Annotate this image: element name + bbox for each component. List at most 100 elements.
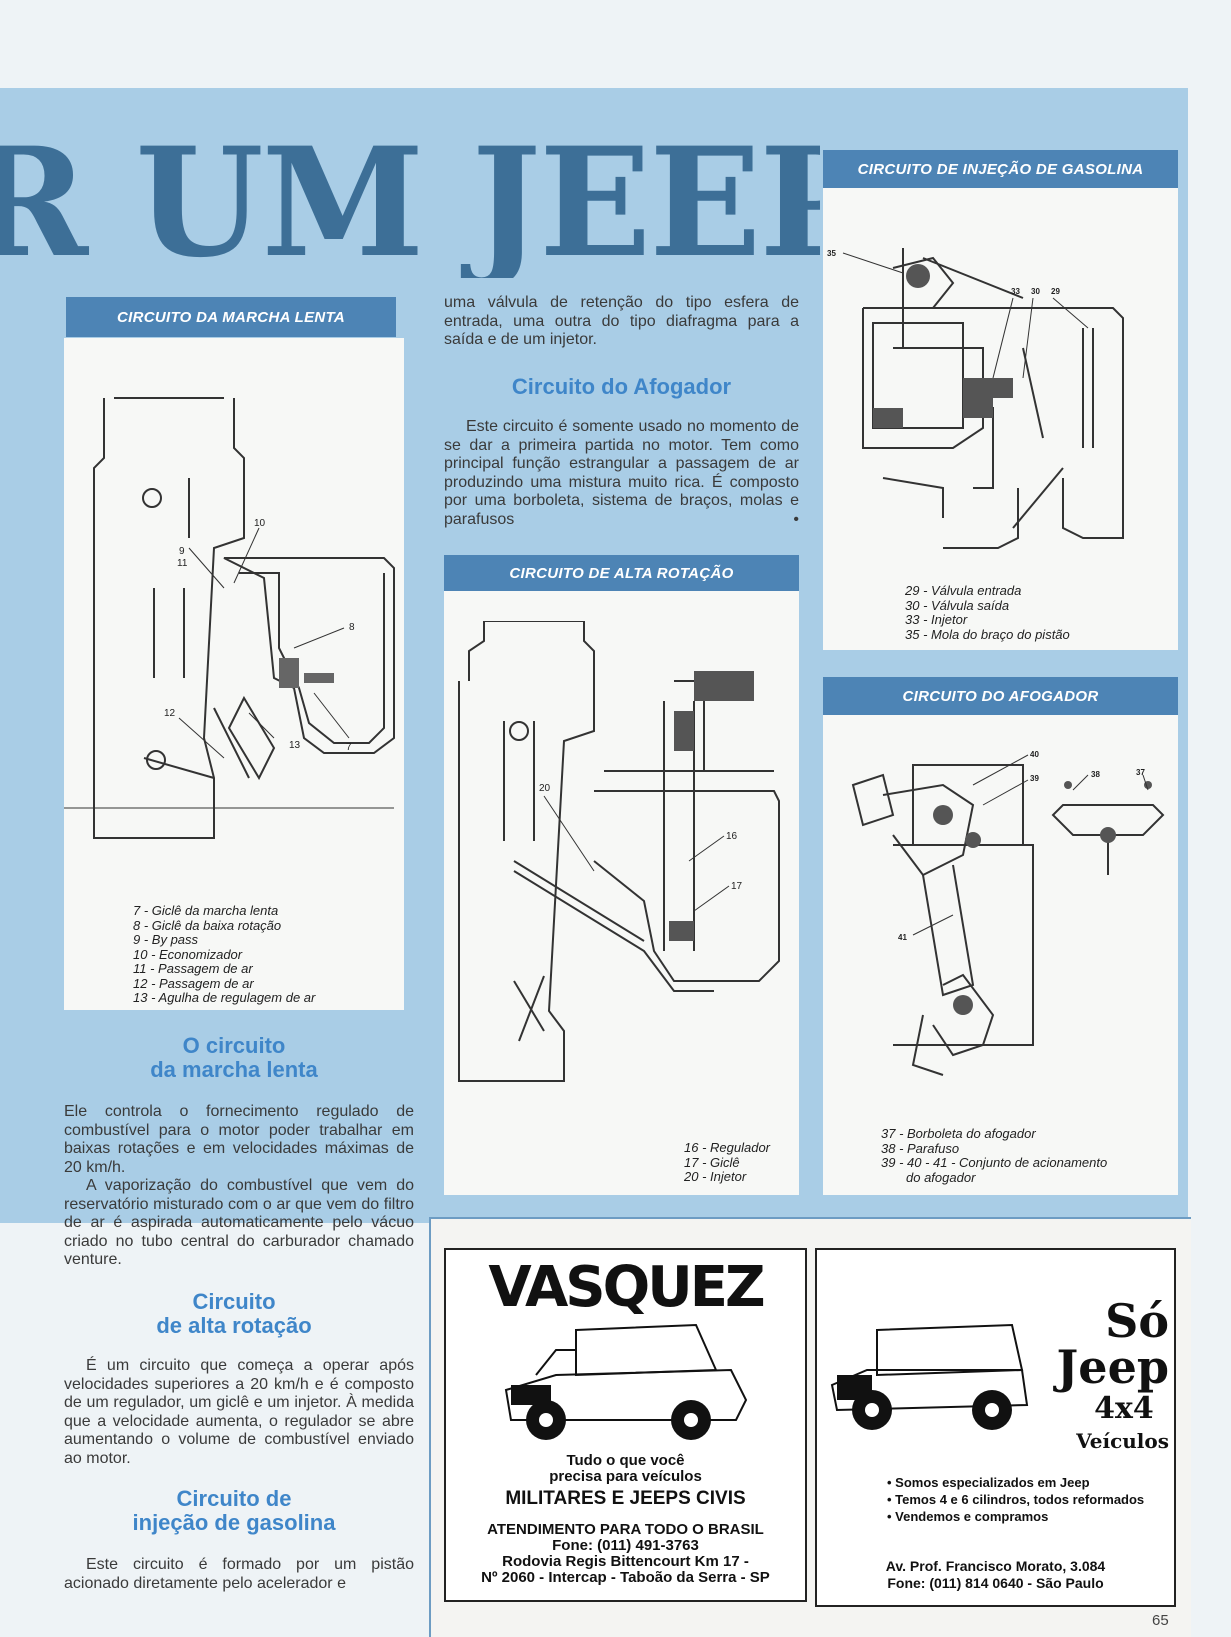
afogador-heading: Circuito do Afogador <box>511 374 732 399</box>
injecao-diagram: 35 33 30 29 <box>827 248 1124 549</box>
afogador-bar-title: CIRCUITO DO AFOGADOR <box>902 687 1099 705</box>
ad-line: Rodovia Regis Bittencourt Km 17 - <box>502 1553 749 1570</box>
callout-41: 41 <box>898 933 907 942</box>
marcha-lenta-text: Ele controla o fornecimento regulado de … <box>64 1103 414 1270</box>
alta-rotacao-heading: Circuito de alta rotação <box>64 1290 404 1338</box>
legend-item: 33 - Injetor <box>905 612 968 627</box>
vasquez-ad: VASQUEZ Tudo o que você precisa para veí… <box>444 1248 807 1602</box>
headline-text: R UM JEEP? <box>0 128 820 278</box>
ad-line: Fone: (011) 814 0640 - São Paulo <box>887 1575 1104 1591</box>
col2-intro: uma válvula de retenção do tipo esfera d… <box>444 294 799 350</box>
bullet-item: • Vendemos e compramos <box>887 1509 1049 1524</box>
afogador-legend: 37 - Borboleta do afogador 38 - Parafuso… <box>881 1126 1108 1185</box>
marcha-heading-line: O circuito <box>182 1033 286 1058</box>
marcha-lenta-box: 10 9 11 8 12 13 7 7 - Giclê da marcha le… <box>64 338 404 1010</box>
injecao-box: 35 33 30 29 29 - Válvula entrada 30 - Vá… <box>823 188 1178 650</box>
jeep-4x4-illustration <box>830 1323 1029 1430</box>
ad-line: ATENDIMENTO PARA TODO O BRASIL <box>487 1521 764 1538</box>
marcha-lenta-bar: CIRCUITO DA MARCHA LENTA <box>66 297 396 337</box>
injecao-heading-line: Circuito de <box>176 1486 292 1511</box>
legend-item: 12 - Passagem de ar <box>133 975 254 991</box>
afogador-diagram: 40 39 38 37 41 <box>851 750 1165 1076</box>
vasquez-brand: VASQUEZ <box>488 1255 765 1320</box>
marcha-lenta-diagram: 10 9 11 8 12 13 7 <box>64 397 395 839</box>
legend-item: 37 - Borboleta do afogador <box>881 1126 1036 1141</box>
callout-30: 30 <box>1031 287 1040 296</box>
marcha-heading-line: da marcha lenta <box>150 1057 318 1082</box>
callout-16: 16 <box>726 831 738 842</box>
brand-line: Jeep <box>1056 1340 1169 1394</box>
afogador-box: 40 39 38 37 41 37 - Borboleta do afogado… <box>823 715 1178 1195</box>
alta-rotacao-legend: 16 - Regulador 17 - Giclê 20 - Injetor <box>684 1140 770 1185</box>
legend-item: 29 - Válvula entrada <box>905 583 1022 598</box>
brand-line: Veículos <box>1076 1429 1169 1453</box>
sojeep-brand: Só Jeep 4x4 Veículos <box>1039 1298 1169 1454</box>
legend-item: 38 - Parafuso <box>881 1140 960 1156</box>
paragraph: Este circuito é formado por um pistão ac… <box>64 1556 414 1592</box>
ad-line: Fone: (011) 491-3763 <box>552 1537 699 1554</box>
ad-line: Tudo o que você <box>566 1452 685 1469</box>
alta-heading-line: Circuito <box>192 1289 276 1314</box>
legend-item: 35 - Mola do braço do pistão <box>905 626 1070 642</box>
callout-9: 9 <box>179 546 185 557</box>
bullet-item: • Temos 4 e 6 cilindros, todos reformado… <box>887 1492 1145 1507</box>
vasquez-military: MILITARES E JEEPS CIVIS <box>505 1488 746 1509</box>
alta-rotacao-bar-title: CIRCUITO DE ALTA ROTAÇÃO <box>509 564 734 582</box>
callout-33: 33 <box>1011 287 1020 296</box>
injecao-heading-line: injeção de gasolina <box>132 1510 336 1535</box>
callout-40: 40 <box>1030 750 1039 759</box>
alta-rotacao-text: É um circuito que começa a operar após v… <box>64 1357 414 1468</box>
col2-intro-paragraph: uma válvula de retenção do tipo esfera d… <box>444 294 799 348</box>
brand-line: 4x4 <box>1094 1391 1154 1426</box>
vasquez-contact: ATENDIMENTO PARA TODO O BRASIL Fone: (01… <box>446 1522 805 1586</box>
callout-17: 17 <box>731 881 743 892</box>
injecao-text: Este circuito é formado por um pistão ac… <box>64 1556 414 1593</box>
legend-item: 9 - By pass <box>133 932 199 947</box>
callout-20: 20 <box>539 783 551 794</box>
paragraph: Ele controla o fornecimento regulado de … <box>64 1103 414 1176</box>
sojeep-ad: Só Jeep 4x4 Veículos • Somos especializa… <box>815 1248 1176 1607</box>
legend-item: 16 - Regulador <box>684 1140 770 1155</box>
callout-38: 38 <box>1091 770 1100 779</box>
afogador-paragraph: Este circuito é somente usado no momento… <box>444 418 799 528</box>
afogador-text: Este circuito é somente usado no momento… <box>444 418 799 529</box>
sojeep-bullets: • Somos especializados em Jeep • Temos 4… <box>887 1474 1157 1525</box>
jeep-illustration <box>504 1323 748 1440</box>
ad-line: Nº 2060 - Intercap - Taboão da Serra - S… <box>481 1569 770 1586</box>
headline: R UM JEEP? <box>0 128 820 278</box>
injecao-legend: 29 - Válvula entrada 30 - Válvula saída … <box>905 583 1070 642</box>
callout-12: 12 <box>164 708 176 719</box>
injecao-bar: CIRCUITO DE INJEÇÃO DE GASOLINA <box>823 150 1178 188</box>
callout-29: 29 <box>1051 287 1060 296</box>
paragraph: A vaporização do combustível que vem do … <box>64 1177 414 1268</box>
legend-item: 13 - Agulha de regulagem de ar <box>133 990 316 1005</box>
legend-item: 17 - Giclê <box>684 1154 740 1170</box>
vasquez-tagline: Tudo o que você precisa para veículos <box>446 1453 805 1485</box>
brand-line: Só <box>1105 1294 1169 1348</box>
paragraph: É um circuito que começa a operar após v… <box>64 1357 414 1467</box>
legend-item: 20 - Injetor <box>684 1169 747 1184</box>
injecao-bar-title: CIRCUITO DE INJEÇÃO DE GASOLINA <box>857 160 1144 178</box>
legend-item: 39 - 40 - 41 - Conjunto de acionamento <box>881 1155 1108 1170</box>
legend-item: 8 - Giclê da baixa rotação <box>133 917 282 933</box>
ad-line: precisa para veículos <box>549 1468 702 1485</box>
callout-39: 39 <box>1030 774 1039 783</box>
callout-7: 7 <box>346 742 352 753</box>
callout-8: 8 <box>349 622 355 633</box>
callout-35: 35 <box>827 249 836 258</box>
legend-item: 7 - Giclê da marcha lenta <box>133 903 279 918</box>
ad-line: Av. Prof. Francisco Morato, 3.084 <box>885 1558 1106 1574</box>
legend-item: 10 - Economizador <box>133 946 243 962</box>
bullet-item: • Somos especializados em Jeep <box>887 1475 1090 1490</box>
callout-13: 13 <box>289 740 301 751</box>
marcha-lenta-legend: 7 - Giclê da marcha lenta 8 - Giclê da b… <box>133 903 316 1006</box>
alta-heading-line: de alta rotação <box>156 1313 312 1338</box>
callout-10: 10 <box>254 518 266 529</box>
alta-rotacao-bar: CIRCUITO DE ALTA ROTAÇÃO <box>444 555 799 591</box>
legend-item: 30 - Válvula saída <box>905 597 1010 613</box>
callout-37: 37 <box>1136 768 1145 777</box>
sojeep-contact: Av. Prof. Francisco Morato, 3.084 Fone: … <box>817 1558 1174 1592</box>
afogador-bar: CIRCUITO DO AFOGADOR <box>823 677 1178 715</box>
legend-item: do afogador <box>906 1169 976 1185</box>
marcha-lenta-bar-title: CIRCUITO DA MARCHA LENTA <box>116 308 346 326</box>
